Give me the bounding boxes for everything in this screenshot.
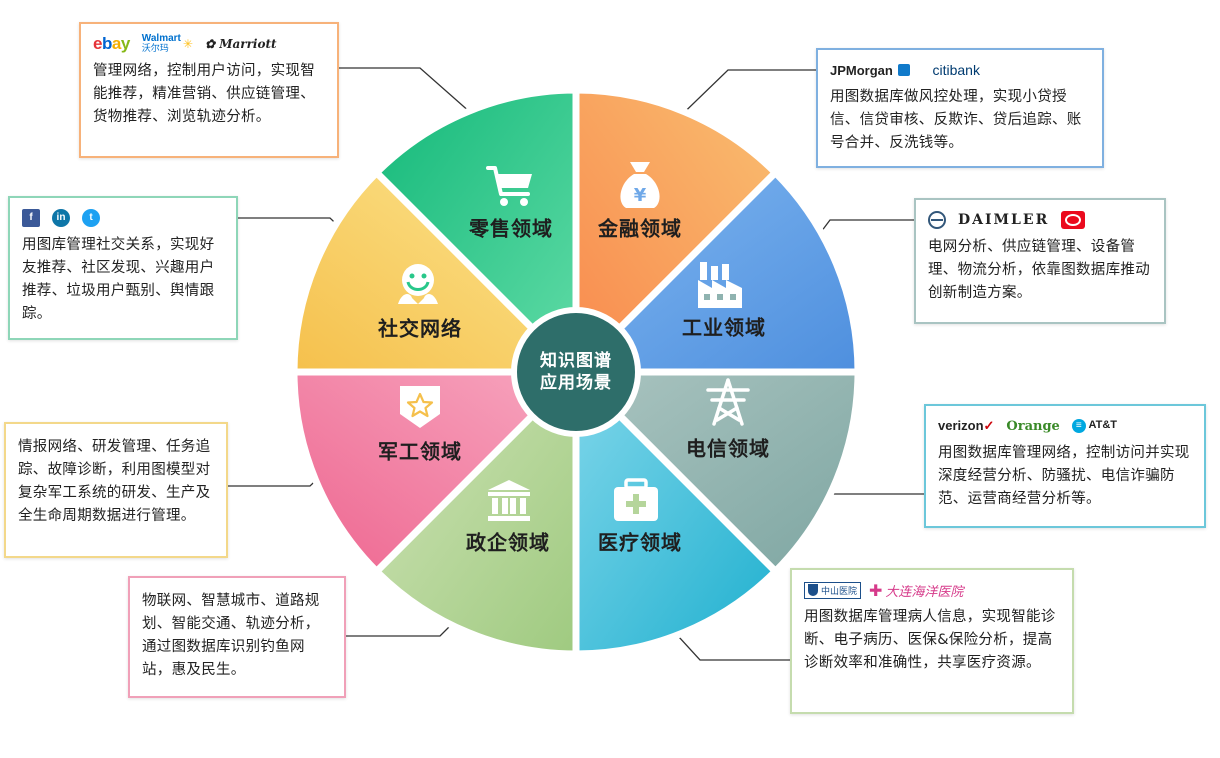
facebook-icon[interactable]: f (22, 209, 40, 227)
medical-info-box: 中山医院 ✚ 大连海洋医院 用图数据库管理病人信息，实现智能诊断、电子病历、医保… (790, 568, 1074, 714)
social-description: 用图库管理社交关系，实现好友推荐、社区发现、兴趣用户推荐、垃圾用户甄别、舆情跟踪… (22, 237, 215, 322)
star-badge-icon (400, 386, 440, 428)
segment-label-government[interactable]: 政企领域 (466, 530, 550, 555)
segment-label-telecom[interactable]: 电信领域 (686, 436, 770, 461)
marriott-mark-icon: ✿ (204, 37, 216, 51)
finance-description: 用图数据库做风控处理，实现小贷授信、信贷审核、反欺诈、贷后追踪、账号合并、反洗钱… (830, 89, 1082, 151)
walmart-logo: Walmart 沃尔玛 (141, 33, 181, 55)
segment-label-finance[interactable]: 金融领域 (598, 216, 682, 241)
center-title-line1: 知识图谱 (540, 351, 612, 371)
citibank-logo: citibank (932, 62, 980, 78)
att-globe-icon: ≡ (1071, 419, 1086, 433)
segment-medical[interactable] (373, 368, 580, 658)
center-title-line2: 应用场景 (540, 373, 612, 393)
military-description: 情报网络、研发管理、任务追踪、故障诊断，利用图模型对复杂军工系统的研发、生产及全… (18, 439, 211, 524)
medical-cross-icon: ✚ (869, 580, 883, 600)
toyota-logo-icon (1061, 211, 1086, 229)
orange-logo: Orange (1006, 418, 1060, 434)
dalian-hospital-logo: ✚ 大连海洋医院 (869, 580, 964, 600)
first-aid-kit-icon (614, 478, 658, 521)
linkedin-icon[interactable]: in (52, 209, 70, 227)
daimler-logo: DAIMLER (958, 212, 1050, 228)
segment-retail[interactable] (572, 86, 779, 376)
twitter-icon[interactable]: t (82, 209, 100, 227)
telecom-info-box: verizon✓ Orange ≡ AT&T 用图数据库管理网络，控制访问并实现… (924, 404, 1206, 528)
connector-retail (338, 67, 489, 129)
marriott-logo: ✿ Marriott (204, 37, 277, 51)
zhongshan-hospital-logo: 中山医院 (804, 581, 862, 599)
segment-label-retail[interactable]: 零售领域 (469, 216, 553, 241)
center-hub (511, 307, 641, 437)
segment-label-social[interactable]: 社交网络 (378, 316, 462, 341)
segment-label-industry[interactable]: 工业领域 (682, 315, 766, 340)
segment-government[interactable] (290, 368, 580, 575)
svg-text:¥: ¥ (634, 185, 647, 206)
transmission-tower-icon (706, 378, 750, 426)
volvo-logo-icon (928, 211, 946, 229)
segment-telecom[interactable] (572, 368, 779, 658)
center-title: 知识图谱 应用场景 (540, 350, 612, 394)
retail-logos: ebay ebay Walmart 沃尔玛 ✳ ✿ Marriott (93, 32, 325, 56)
retail-info-box: ebay ebay Walmart 沃尔玛 ✳ ✿ Marriott 管理网络，… (79, 22, 339, 158)
medical-logos: 中山医院 ✚ 大连海洋医院 (804, 578, 1060, 602)
att-logo: ≡ AT&T (1071, 419, 1117, 433)
industry-info-box: DAIMLER 电网分析、供应链管理、设备管理、物流分析，依靠图数据库推动创新制… (914, 198, 1166, 324)
segment-label-military[interactable]: 军工领域 (378, 439, 462, 464)
segment-label-medical[interactable]: 医疗领域 (598, 530, 682, 555)
verizon-logo: verizon✓ (938, 418, 995, 433)
social-logos: f in t (22, 206, 224, 230)
jpmorgan-logo: JPMorgan (830, 63, 911, 78)
finance-logos: JPMorgan citibank (830, 58, 1090, 82)
government-description: 物联网、智慧城市、道路规划、智能交通、轨迹分析，通过图数据库识别钓鱼网站，惠及民… (142, 593, 320, 678)
industry-logos: DAIMLER (928, 208, 1152, 232)
walmart-spark-icon: ✳ (182, 37, 193, 51)
hospital-shield-icon (808, 584, 818, 596)
ebay-logo: ebay ebay (93, 34, 130, 53)
retail-description: 管理网络，控制用户访问，实现智能推荐，精准营销、供应链管理、货物推荐、浏览轨迹分… (93, 63, 315, 125)
people-icon (398, 264, 438, 304)
chase-octagon-icon (898, 63, 911, 76)
telecom-description: 用图数据库管理网络，控制访问并实现深度经营分析、防骚扰、电信诈骗防范、运营商经营… (938, 445, 1190, 507)
government-building-icon (488, 480, 530, 521)
factory-icon (698, 262, 742, 308)
segment-military[interactable] (290, 169, 580, 376)
segment-industry[interactable] (572, 368, 862, 575)
segment-social[interactable] (373, 86, 580, 376)
industry-description: 电网分析、供应链管理、设备管理、物流分析，依靠图数据库推动创新制造方案。 (928, 239, 1150, 301)
medical-description: 用图数据库管理病人信息，实现智能诊断、电子病历、医保&保险分析，提高诊断效率和准… (804, 609, 1056, 671)
connector-lines (228, 67, 924, 661)
shopping-cart-icon (486, 166, 532, 206)
telecom-logos: verizon✓ Orange ≡ AT&T (938, 414, 1192, 438)
social-info-box: f in t 用图库管理社交关系，实现好友推荐、社区发现、兴趣用户推荐、垃圾用户… (8, 196, 238, 340)
finance-info-box: JPMorgan citibank 用图数据库做风控处理，实现小贷授信、信贷审核… (816, 48, 1104, 168)
money-bag-icon: ¥ (620, 162, 660, 208)
military-info-box: 情报网络、研发管理、任务追踪、故障诊断，利用图模型对复杂军工系统的研发、生产及全… (4, 422, 228, 558)
government-info-box: 物联网、智慧城市、道路规划、智能交通、轨迹分析，通过图数据库识别钓鱼网站，惠及民… (128, 576, 346, 698)
